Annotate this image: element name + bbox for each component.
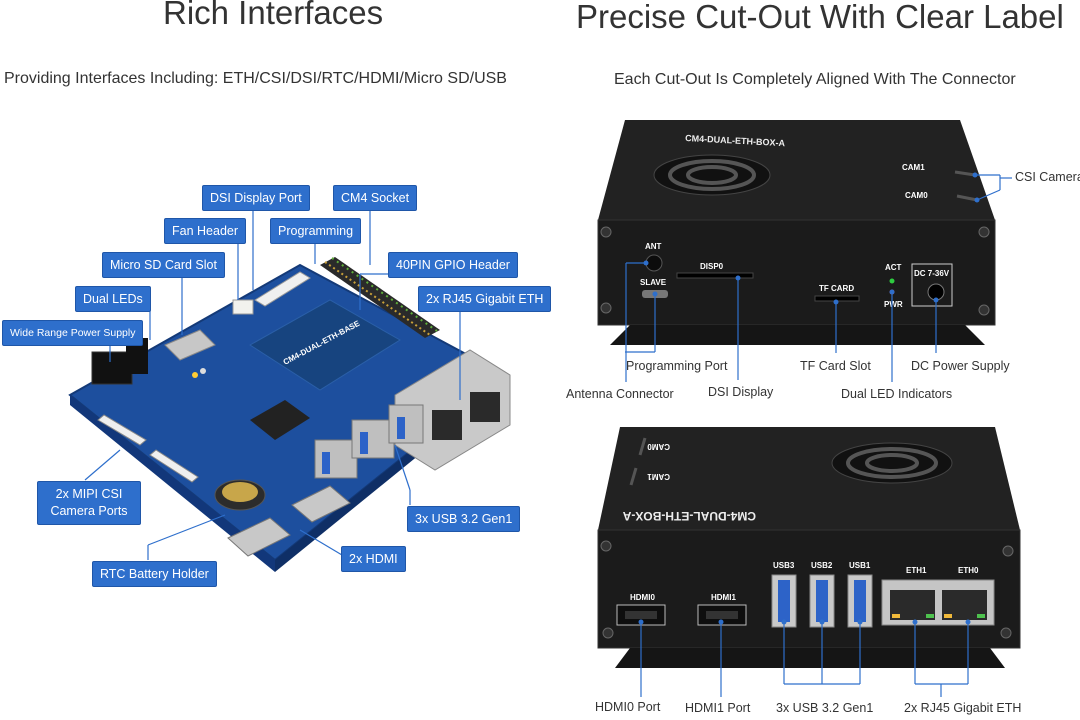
bottom-silk-hdmi1: HDMI1 bbox=[711, 593, 736, 602]
label-power-supply: Wide Range Power Supply bbox=[2, 320, 144, 346]
bottom-silk-eth1: ETH1 bbox=[906, 566, 927, 575]
right-subtitle: Each Cut-Out Is Completely Aligned With … bbox=[614, 71, 1016, 88]
label-hdmi0-port: HDMI0 Port bbox=[595, 700, 661, 714]
bottom-silk-usb2: USB2 bbox=[811, 561, 833, 570]
label-usb: 3x USB 3.2 Gen1 bbox=[407, 506, 521, 532]
label-rj45: 2x RJ45 Gigabit ETH bbox=[418, 286, 552, 312]
top-silk-dc: DC 7-36V bbox=[914, 269, 950, 278]
fan-header bbox=[232, 299, 254, 315]
bottom-silk-hdmi0: HDMI0 bbox=[630, 593, 655, 602]
label-micro-sd-card-slot: Micro SD Card Slot bbox=[102, 252, 225, 278]
label-cm4-socket: CM4 Socket bbox=[333, 185, 418, 211]
top-silk-ant: ANT bbox=[645, 242, 662, 251]
label-dual-leds: Dual LEDs bbox=[75, 286, 151, 312]
gpio-header bbox=[320, 257, 440, 338]
left-title: Rich Interfaces bbox=[163, 0, 384, 31]
bottom-silk-eth0: ETH0 bbox=[958, 566, 979, 575]
power-jack bbox=[91, 351, 133, 385]
label-csi-camera: CSI Camera bbox=[1015, 170, 1080, 184]
label-hdmi: 2x HDMI bbox=[341, 546, 406, 572]
bottom-case-fan-grille bbox=[831, 442, 953, 484]
label-antenna-connector: Antenna Connector bbox=[566, 387, 674, 401]
label-mipi-csi: 2x MIPI CSI Camera Ports bbox=[37, 481, 141, 525]
bottom-silk-cam1: CAM1 bbox=[647, 472, 670, 481]
label-programming-port: Programming Port bbox=[626, 359, 728, 373]
label-tf-card-slot: TF Card Slot bbox=[800, 359, 871, 373]
bottom-silk-cam0: CAM0 bbox=[647, 442, 670, 451]
main-chip bbox=[250, 400, 310, 440]
label-dsi-display-port: DSI Display Port bbox=[202, 185, 310, 211]
left-subtitle: Providing Interfaces Including: ETH/CSI/… bbox=[4, 70, 507, 87]
label-fan-header: Fan Header bbox=[164, 218, 247, 244]
top-case-lid bbox=[598, 120, 995, 220]
micro-sd-slot bbox=[164, 329, 216, 361]
dsi-connector bbox=[254, 271, 311, 307]
right-title: Precise Cut-Out With Clear Label bbox=[576, 0, 1064, 35]
csi-connector-1 bbox=[97, 414, 147, 446]
label-gpio-header: 40PIN GPIO Header bbox=[388, 252, 518, 278]
label-mipi-csi-line1: 2x MIPI CSI bbox=[55, 487, 123, 501]
ethernet-jacks bbox=[394, 349, 511, 471]
hdmi-ports bbox=[227, 485, 351, 557]
label-programming: Programming bbox=[270, 218, 362, 244]
label-dsi-display: DSI Display bbox=[708, 385, 774, 399]
top-silk-tf-card: TF CARD bbox=[819, 284, 854, 293]
label-hdmi1-port: HDMI1 Port bbox=[685, 701, 751, 715]
top-case-fan-grille bbox=[653, 154, 771, 196]
bottom-silk-usb1: USB1 bbox=[849, 561, 871, 570]
usb-ports bbox=[314, 404, 424, 479]
top-silk-slave: SLAVE bbox=[640, 278, 667, 287]
label-mipi-csi-line2: Camera Ports bbox=[50, 504, 128, 518]
dsi-slot bbox=[676, 272, 754, 279]
label-dual-led-indicators: Dual LED Indicators bbox=[841, 387, 953, 401]
cm4-module-area bbox=[249, 299, 401, 391]
top-silk-cam0: CAM0 bbox=[905, 191, 928, 200]
csi-connector-2 bbox=[149, 449, 199, 483]
label-rtc-battery-holder: RTC Battery Holder bbox=[92, 561, 217, 587]
label-dc-power-supply: DC Power Supply bbox=[911, 359, 1010, 373]
bottom-silk-usb3: USB3 bbox=[773, 561, 795, 570]
top-silk-pwr: PWR bbox=[884, 300, 903, 309]
bottom-case-name: CM4-DUAL-ETH-BOX-A bbox=[622, 509, 756, 523]
label-usb-bottom: 3x USB 3.2 Gen1 bbox=[776, 701, 874, 715]
label-rj45-bottom: 2x RJ45 Gigabit ETH bbox=[904, 701, 1022, 715]
top-silk-act: ACT bbox=[885, 263, 902, 272]
top-silk-disp0: DISP0 bbox=[700, 262, 724, 271]
top-silk-cam1: CAM1 bbox=[902, 163, 925, 172]
